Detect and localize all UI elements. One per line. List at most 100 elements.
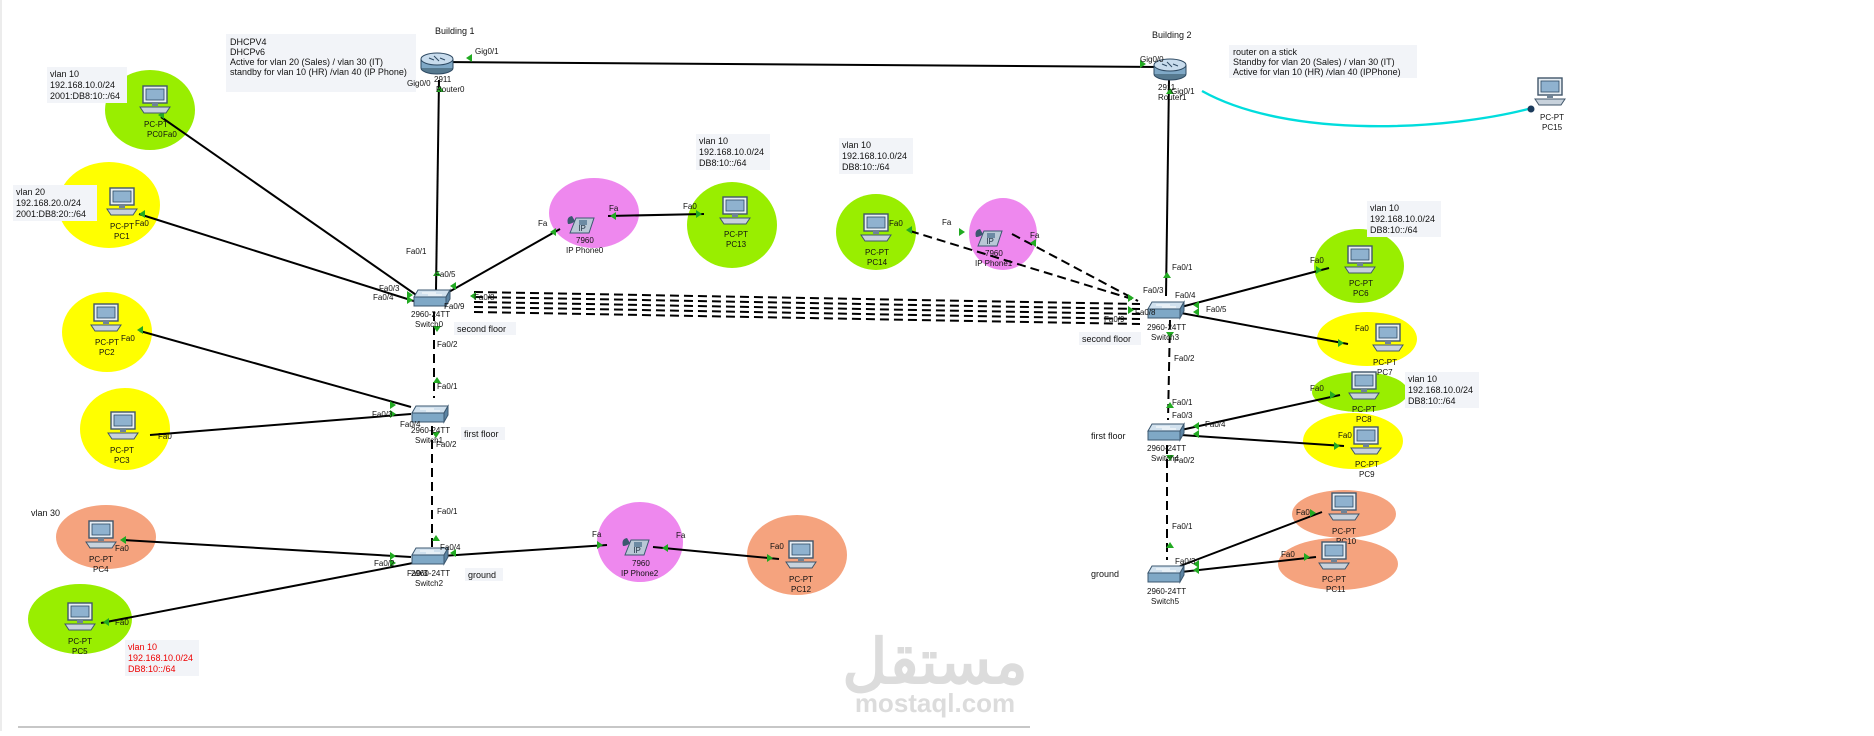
first-floor-label-right: first floor [1091, 431, 1126, 441]
pc1[interactable]: PC-PT PC1 [106, 187, 138, 241]
link-switch2-ipphone2[interactable] [441, 544, 608, 557]
router0-info-note: DHCPV4 DHCPv6 Active for vlan 20 (Sales)… [226, 34, 416, 92]
svg-text:Fa0/3: Fa0/3 [379, 284, 400, 293]
pc12[interactable]: PC-PT PC12 [785, 540, 817, 594]
svg-text:DB8:10::/64: DB8:10::/64 [128, 664, 176, 674]
pc-icon [860, 213, 892, 242]
link-pc2-switch1[interactable] [139, 330, 412, 408]
svg-text:Fa0: Fa0 [1281, 550, 1295, 559]
svg-text:vlan 10: vlan 10 [128, 642, 157, 652]
ipphone1[interactable]: 7960 IP Phone1 [975, 228, 1013, 268]
second-floor-label-right: second floor [1082, 334, 1131, 344]
pc-icon [139, 85, 171, 114]
svg-text:PC15: PC15 [1542, 123, 1563, 132]
pc3[interactable]: PC-PT PC3 [107, 411, 139, 465]
svg-text:Gig0/0: Gig0/0 [1140, 55, 1164, 64]
link-switch0-ipphone0[interactable] [446, 228, 561, 294]
svg-text:vlan 20: vlan 20 [16, 187, 45, 197]
svg-text:Router0: Router0 [436, 85, 465, 94]
pc7[interactable]: PC-PT PC7 [1372, 323, 1404, 377]
pc14[interactable]: PC-PT PC14 [860, 213, 892, 267]
svg-text:7960: 7960 [576, 236, 594, 245]
link-pc4-switch2[interactable] [122, 539, 412, 558]
switch4[interactable]: 2960-24TT Switch4 [1147, 423, 1186, 463]
link-switch5-pc11[interactable] [1180, 556, 1317, 573]
switch5[interactable]: 2960-24TT Switch5 [1147, 565, 1186, 606]
svg-text:PC14: PC14 [867, 258, 888, 267]
link-switch3-pc7[interactable] [1180, 312, 1349, 345]
link-pc1-switch0[interactable] [138, 213, 421, 304]
link-ipphone2-pc12[interactable] [652, 546, 780, 560]
svg-text:2960-24TT: 2960-24TT [1147, 587, 1186, 596]
svg-text:DB8:10::/64: DB8:10::/64 [699, 158, 747, 168]
svg-text:Fa0/8: Fa0/8 [1135, 308, 1156, 317]
ipphone2[interactable]: 7960 IP Phone2 [621, 537, 659, 578]
link-ipphone1-switch3[interactable] [1011, 233, 1139, 302]
link-router0-switch0[interactable] [435, 79, 440, 291]
pc1-vlan-note: vlan 20 192.168.20.0/24 2001:DB8:20::/64 [13, 185, 97, 221]
svg-text:Fa0: Fa0 [1296, 508, 1310, 517]
pc5[interactable]: PC-PT PC5 [64, 602, 96, 656]
svg-text:Gig0/1: Gig0/1 [1171, 87, 1195, 96]
link-switch4-pc8[interactable] [1180, 394, 1341, 431]
svg-text:192.168.20.0/24: 192.168.20.0/24 [16, 198, 81, 208]
link-router1-pc15[interactable] [1201, 89, 1533, 128]
ipphone1-cloud [969, 198, 1037, 270]
link-switch4-pc9[interactable] [1180, 434, 1345, 447]
pc11[interactable]: PC-PT PC11 [1318, 541, 1350, 594]
pc2[interactable]: PC-PT PC2 [90, 303, 122, 357]
link-switch5-pc10[interactable] [1179, 511, 1323, 567]
svg-text:Fa0/4: Fa0/4 [1175, 291, 1196, 300]
svg-text:PC-PT: PC-PT [1332, 527, 1356, 536]
svg-text:PC9: PC9 [1359, 470, 1375, 479]
svg-text:Fa0: Fa0 [135, 219, 149, 228]
router0[interactable]: 2911 Router0 [420, 52, 465, 94]
link-router0-router1[interactable] [441, 61, 1161, 68]
svg-text:PC4: PC4 [93, 565, 109, 574]
pc0[interactable]: PC-PT PC0 [139, 85, 171, 139]
svg-text:Fa: Fa [1030, 231, 1040, 240]
svg-text:PC7: PC7 [1377, 368, 1393, 377]
svg-text:PC-PT: PC-PT [144, 120, 168, 129]
switch2[interactable]: 2960-24TT Switch2 [411, 547, 450, 588]
pc8-cloud [1312, 372, 1408, 412]
router1[interactable]: 2911 Router1 [1153, 58, 1187, 102]
svg-text:Fa0: Fa0 [889, 219, 903, 228]
svg-text:2960-24TT: 2960-24TT [1147, 444, 1186, 453]
svg-text:Fa0/4: Fa0/4 [1205, 420, 1226, 429]
link-switch3-pc6[interactable] [1180, 267, 1330, 308]
switch1[interactable]: 2960-24TT Switch1 [411, 405, 450, 445]
switch3[interactable]: 2960-24TT Switch3 [1147, 301, 1186, 342]
link-router1-switch3[interactable] [1165, 79, 1170, 297]
svg-text:Fa0/5: Fa0/5 [435, 270, 456, 279]
svg-text:Fa: Fa [538, 219, 548, 228]
pc13[interactable]: PC-PT PC13 [719, 196, 751, 249]
svg-text:DHCPv6: DHCPv6 [230, 47, 265, 57]
building2-label: Building 2 [1152, 30, 1192, 40]
link-pc5-switch2[interactable] [100, 562, 414, 624]
svg-text:Switch4: Switch4 [1151, 454, 1180, 463]
svg-text:PC-PT: PC-PT [68, 637, 92, 646]
link-pc14-ipphone1[interactable] [909, 230, 1133, 300]
ipphone0[interactable]: 7960 IP Phone0 [566, 215, 604, 255]
svg-text:Fa: Fa [592, 530, 602, 539]
svg-text:PC-PT: PC-PT [1352, 405, 1376, 414]
svg-text:DB8:10::/64: DB8:10::/64 [1370, 225, 1418, 235]
switch0[interactable]: 2960-24TT Switch0 [411, 289, 451, 329]
pc8[interactable]: PC-PT PC8 [1348, 371, 1380, 424]
svg-text:192.168.10.0/24: 192.168.10.0/24 [1408, 385, 1473, 395]
svg-text:Fa0/3: Fa0/3 [1143, 286, 1164, 295]
pc8-vlan-note: vlan 10 192.168.10.0/24 DB8:10::/64 [1405, 372, 1479, 408]
link-pc0-switch0[interactable] [160, 116, 423, 300]
pc4[interactable]: PC-PT PC4 [85, 520, 117, 574]
svg-text:Fa0/5: Fa0/5 [1206, 305, 1227, 314]
pc9[interactable]: PC-PT PC9 [1350, 426, 1382, 479]
pc6[interactable]: PC-PT PC6 [1344, 245, 1376, 298]
pc15[interactable]: PC-PT PC15 [1534, 77, 1566, 132]
second-floor-label-left: second floor [457, 324, 506, 334]
link-pc3-switch1[interactable] [149, 413, 412, 436]
pc-icon [785, 540, 817, 569]
link-ipphone0-pc13[interactable] [607, 213, 705, 217]
ipphone0-cloud [549, 178, 639, 248]
pc10[interactable]: PC-PT PC10 [1328, 492, 1360, 546]
